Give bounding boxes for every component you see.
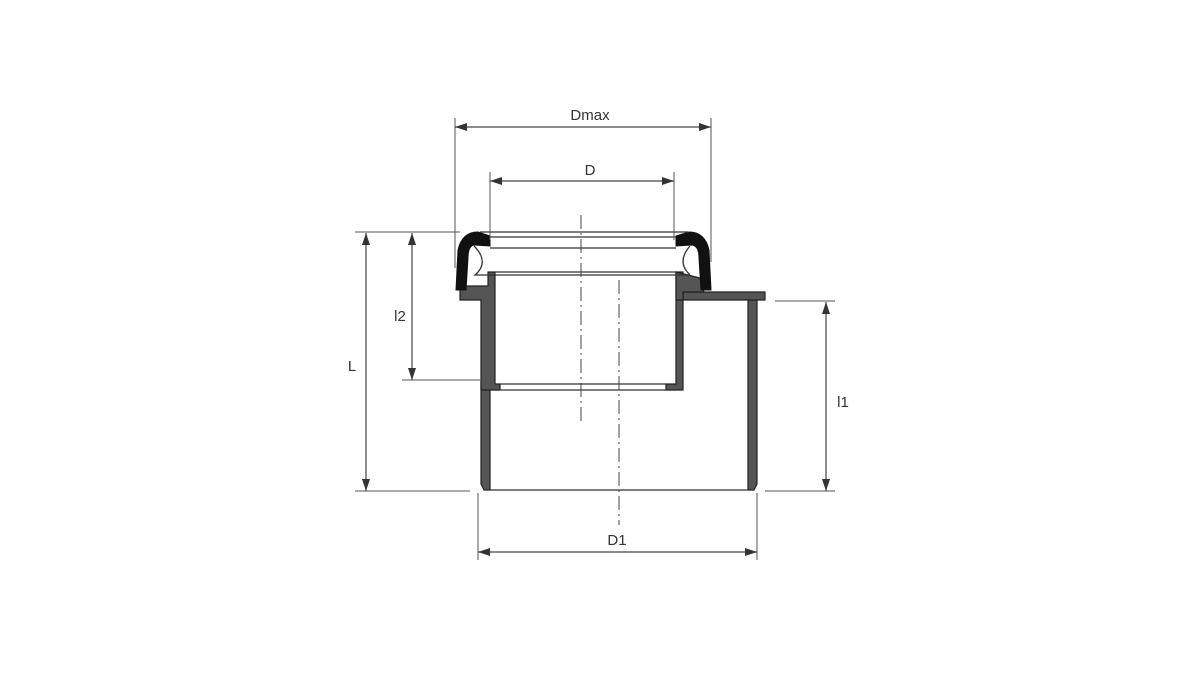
l1-label: l1 <box>837 394 849 411</box>
d-label: D <box>585 162 596 179</box>
fitting-body <box>459 271 766 491</box>
l-label: L <box>348 358 356 375</box>
extension-lines <box>355 118 835 560</box>
d1-label: D1 <box>607 532 626 549</box>
l2-label: l2 <box>394 308 406 325</box>
seal-ring <box>455 231 712 291</box>
dmax-label: Dmax <box>570 107 610 124</box>
